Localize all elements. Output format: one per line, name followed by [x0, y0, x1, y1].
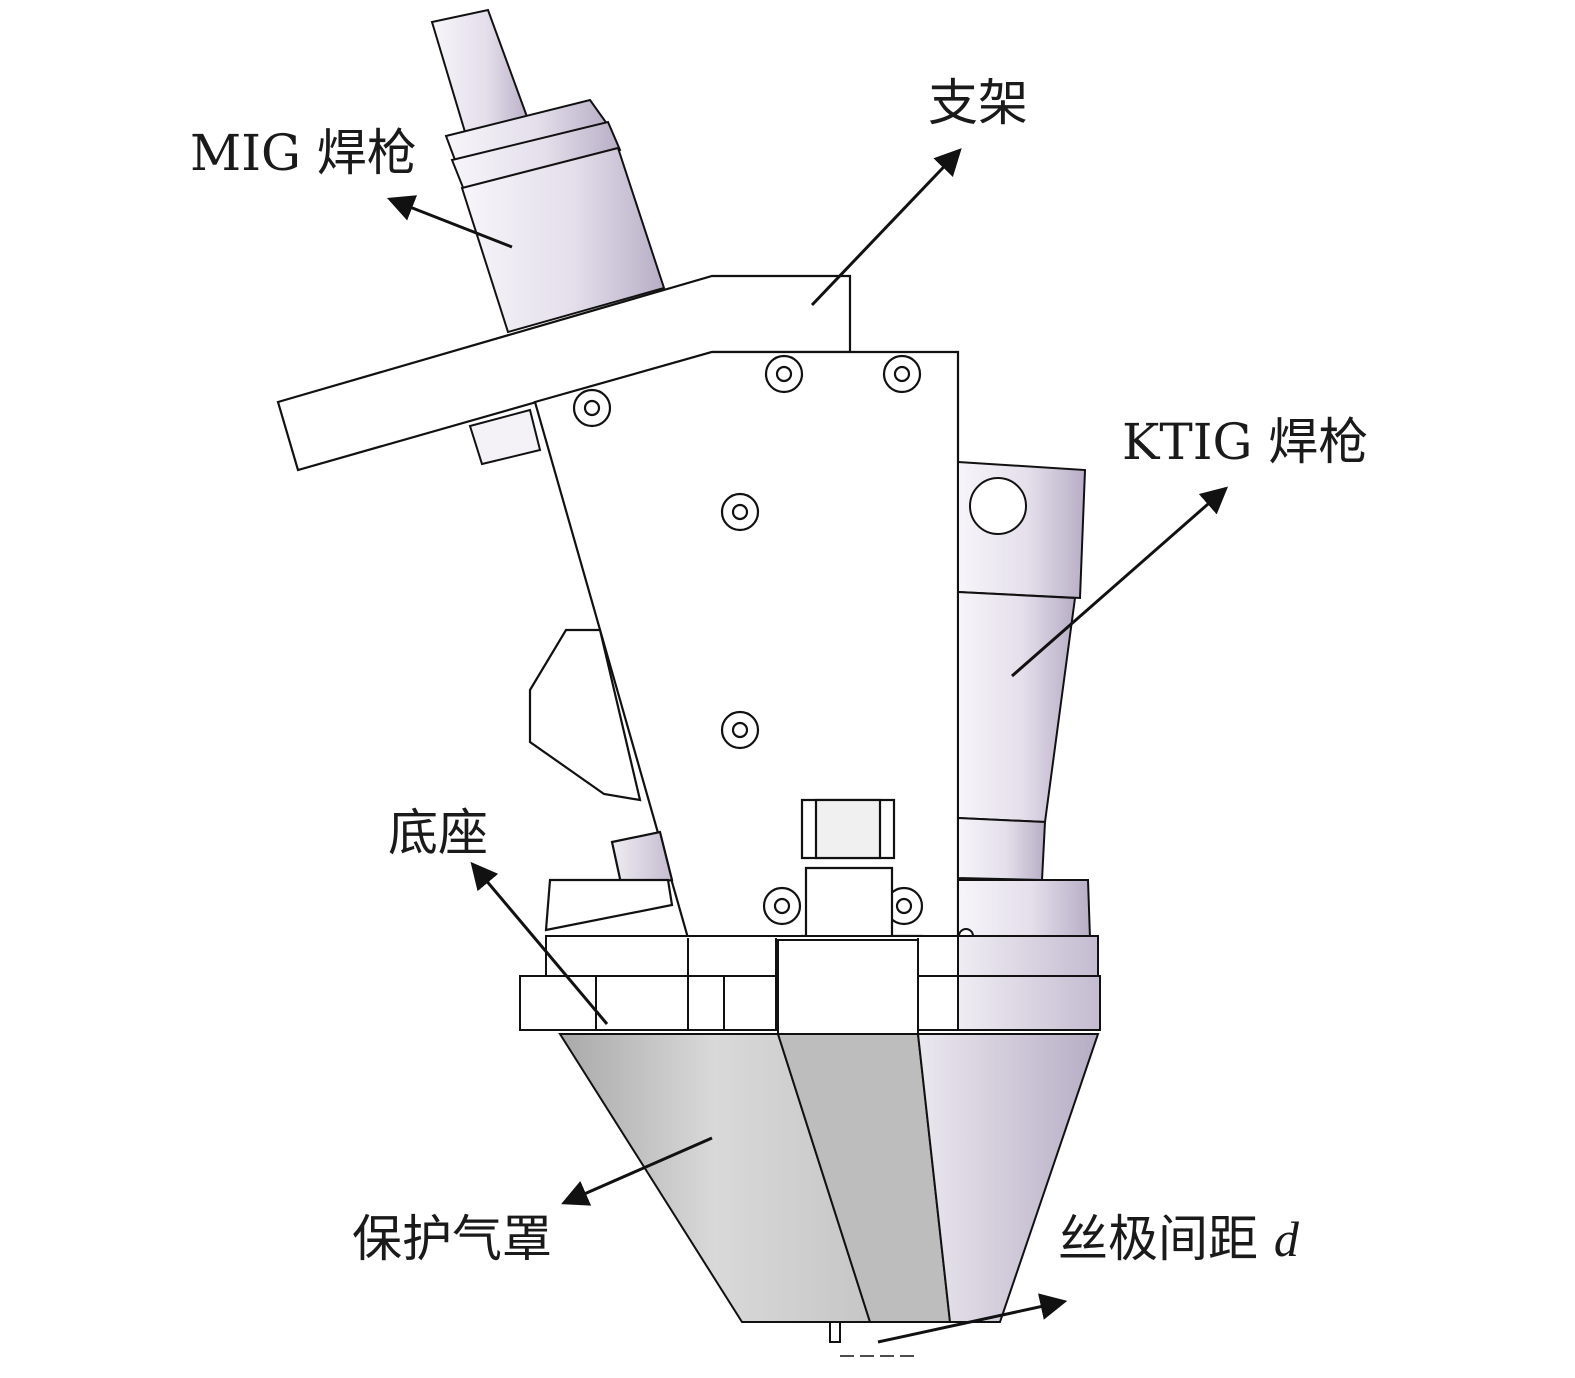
- label-wire-distance-text: 丝极间距: [1058, 1210, 1258, 1268]
- arrow-ktig: [1011, 486, 1229, 678]
- mig-torch: [430, 8, 666, 466]
- label-bracket: 支架: [928, 74, 1028, 132]
- arrow-base: [470, 861, 609, 1025]
- arrow-mig: [386, 195, 513, 249]
- main-plate: [528, 350, 960, 942]
- leader-arrows: [386, 148, 1229, 1344]
- ktig-torch: [957, 460, 1092, 944]
- base-flange: [519, 935, 1101, 1035]
- arrow-distance: [877, 1293, 1068, 1344]
- arrow-cup: [561, 1136, 713, 1206]
- gas-cup: [558, 1033, 1100, 1357]
- label-mig-torch: MIG 焊枪: [190, 124, 417, 182]
- label-wire-distance-var: d: [1273, 1211, 1299, 1267]
- arrow-bracket: [810, 148, 962, 307]
- label-wire-distance: 丝极间距 d: [1058, 1214, 1299, 1264]
- label-ktig-torch: KTIG 焊枪: [1122, 413, 1369, 471]
- label-gas-cup: 保护气罩: [352, 1210, 552, 1268]
- label-base: 底座: [388, 804, 488, 862]
